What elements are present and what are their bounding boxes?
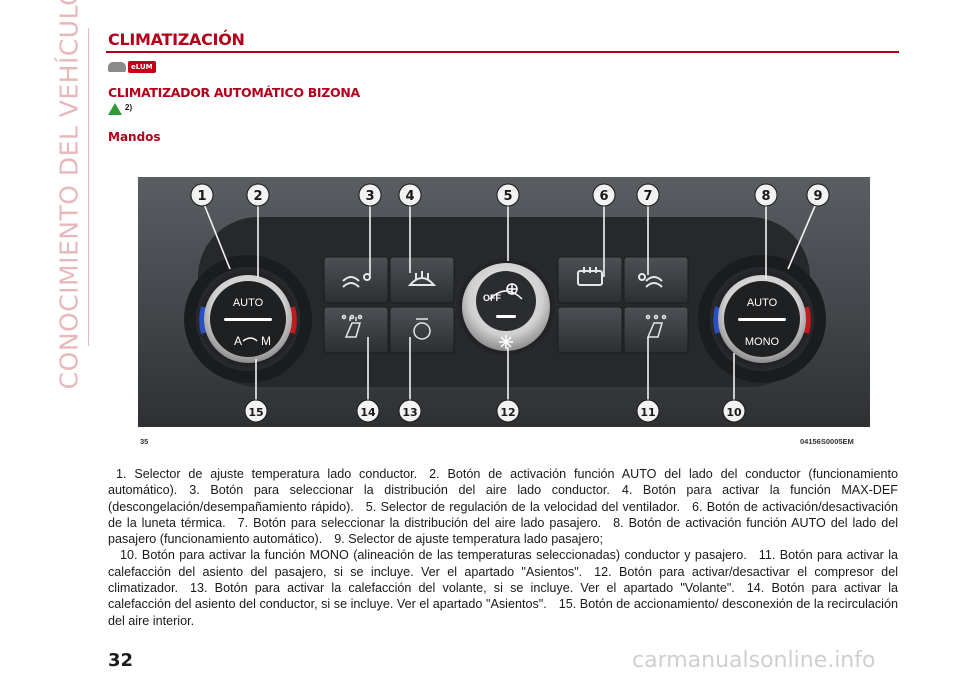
defrost-icon [407,271,437,286]
air-distribution-passenger-icon [638,273,663,288]
blank-button [557,306,623,354]
elum-badge: eLUM [108,59,156,75]
callout-8: 8 [754,183,778,207]
rear-defrost-icon [577,267,603,286]
callout-5: 5 [496,183,520,207]
warning-triangle-icon [108,103,122,115]
legend-item: 2. Botón de activación función AUTO del … [108,467,898,498]
page-number: 32 [108,650,134,671]
mono-label-right: MONO [745,336,780,348]
seat-heat-passenger-button[interactable] [623,306,689,354]
passenger-temp-knob[interactable]: AUTO MONO [698,255,826,383]
legend-item: 15. Botón de accionamiento/ desconexión … [108,597,898,628]
callout-label: 7 [643,189,652,204]
wheel-heat-icon [413,318,431,340]
callout-label: 2 [253,189,262,204]
controls-heading: Mandos [108,130,161,144]
figure-number: 35 [140,437,149,446]
callout-label: 5 [503,189,512,204]
auto-label-left: AUTO [233,297,264,309]
driver-temp-knob[interactable]: AUTO A M [184,255,312,383]
rear-defrost-button[interactable] [557,256,623,304]
seat-heat-icon [341,314,363,338]
subsection-title: CLIMATIZADOR AUTOMÁTICO BIZONA [108,85,360,100]
ac-snowflake-icon [499,335,513,349]
legend-item: 8. Botón de activación función AUTO del … [108,515,898,547]
section-title: CLIMATIZACIÓN [108,30,245,49]
callout-label: 6 [599,189,608,204]
ac-label-left: A [234,334,242,348]
callout-label: 3 [365,189,374,204]
callout-label: 1 [197,189,206,204]
callout-label: 8 [761,189,770,204]
recirculation-icon [242,337,258,342]
air-distribution-driver-button[interactable] [323,256,389,304]
button-grid [323,256,689,354]
car-icon [108,62,126,72]
seat-heat-passenger-icon [645,314,667,338]
figure-code: 04156S0005EM [800,437,854,446]
callout-1: 1 [190,183,214,207]
chapter-title-text: CONOCIMIENTO DEL VEHÍCULO [54,0,84,389]
chapter-divider [88,28,89,346]
climate-panel-figure: OFF AUTO A M [138,177,870,427]
callout-label: 10 [726,406,742,419]
callout-9: 9 [806,183,830,207]
controls-legend: 1. Selector de ajuste temperatura lado c… [108,466,898,629]
callout-15: 15 [244,399,268,423]
section-divider [106,51,899,53]
watermark: carmanualsonline.info [632,648,876,673]
callout-label: 14 [360,406,376,419]
callout-12: 12 [496,399,520,423]
callout-11: 11 [636,399,660,423]
seat-heat-driver-button[interactable] [323,306,389,354]
warning-note: 2) [108,103,132,115]
callout-3: 3 [358,183,382,207]
callout-2: 2 [246,183,270,207]
elum-tag: eLUM [128,61,156,73]
legend-item: 3. Botón para seleccionar la distribució… [189,483,610,498]
callout-label: 12 [500,406,515,419]
callout-6: 6 [592,183,616,207]
callout-label: 15 [248,406,263,419]
m-label-left: M [261,334,271,348]
legend-item: 4. Botón para activar la función MAX-DEF… [108,483,898,514]
legend-item: 10. Botón para activar la función MONO (… [120,548,747,563]
legend-item: 9. Selector de ajuste temperatura lado p… [334,532,604,547]
legend-item: 13. Botón para activar la calefacción de… [190,581,735,596]
warning-ref: 2) [125,103,133,112]
callout-label: 4 [405,189,414,204]
callout-7: 7 [636,183,660,207]
wheel-heat-button[interactable] [389,306,455,354]
max-def-button[interactable] [389,256,455,304]
air-distribution-passenger-button[interactable] [623,256,689,304]
legend-item: 5. Selector de regulación de la velocida… [365,499,680,514]
legend-item: 7. Botón para seleccionar la distribució… [237,515,602,530]
air-distribution-icon [342,273,371,288]
legend-item: 11. Botón para activar la calefacción de… [108,548,898,579]
callout-10: 10 [722,399,746,423]
legend-item: 14. Botón para activar la calefacción de… [108,581,898,612]
fan-speed-knob[interactable]: OFF [454,255,558,359]
callout-14: 14 [356,399,380,423]
callout-13: 13 [398,399,422,423]
legend-item: 6. Botón de activación/desactivación de … [108,499,898,530]
callout-label: 13 [402,406,417,419]
legend-item: 1. Selector de ajuste temperatura lado c… [116,467,418,481]
callout-label: 9 [813,189,822,204]
auto-label-right: AUTO [747,297,778,309]
callout-4: 4 [398,183,422,207]
chapter-title: CONOCIMIENTO DEL VEHÍCULO [48,0,90,389]
callout-label: 11 [640,406,655,419]
climate-panel-drawing: OFF AUTO A M [138,177,870,427]
off-label: OFF [483,293,501,303]
legend-item: 12. Botón para activar/desactivar el com… [108,564,898,596]
